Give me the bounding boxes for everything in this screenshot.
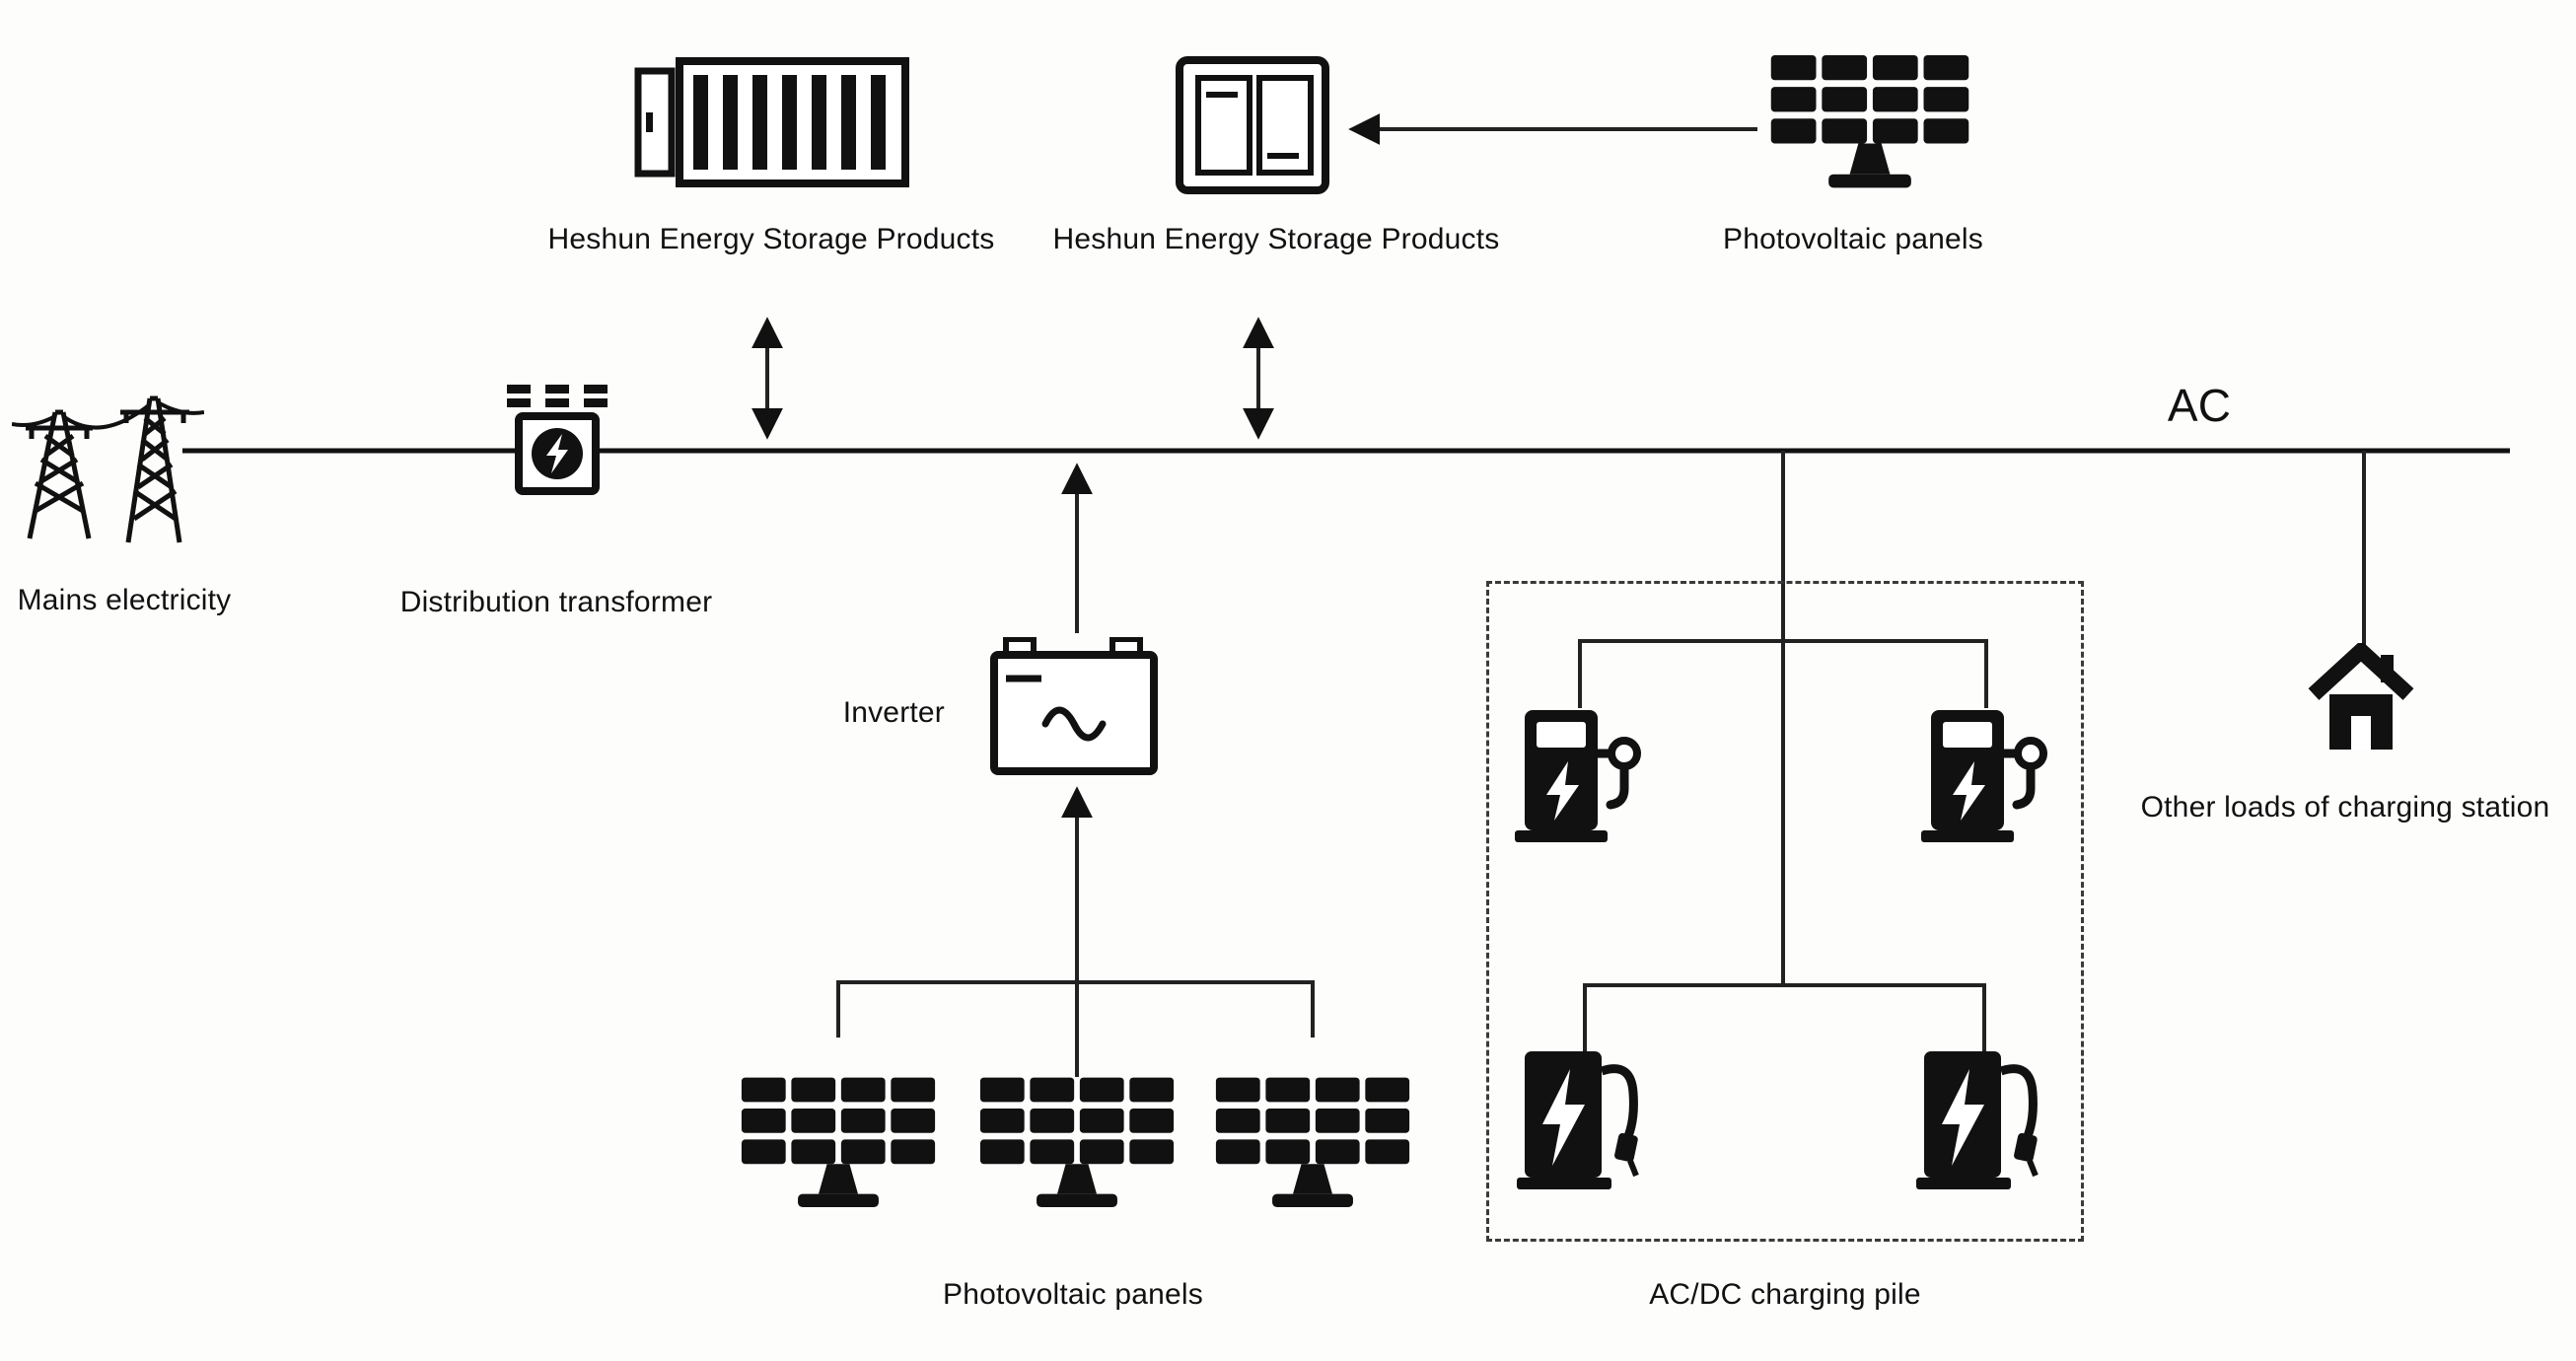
transmission-towers-icon	[12, 371, 204, 550]
mains-label: Mains electricity	[17, 584, 232, 616]
inverter-icon	[990, 637, 1158, 777]
dc-charging-pile-icon	[1910, 1047, 2058, 1210]
pv-bottom-label: Photovoltaic panels	[943, 1278, 1203, 1311]
storage-cabinet-label: Heshun Energy Storage Products	[1052, 223, 1500, 255]
dc-charging-pile-icon	[1511, 1047, 1659, 1210]
pv-top-label: Photovoltaic panels	[1723, 223, 1983, 255]
photovoltaic-panel-icon	[1765, 55, 1974, 199]
photovoltaic-panel-icon	[978, 1075, 1176, 1221]
charging-pile-label: AC/DC charging pile	[1649, 1278, 1921, 1311]
energy-storage-cabinet-icon	[1172, 54, 1334, 197]
ac-charging-pile-icon	[1913, 702, 2061, 860]
ac-charging-pile-icon	[1507, 702, 1655, 860]
house-icon	[2306, 643, 2416, 766]
charging-bottom-bracket-line	[1583, 983, 1986, 1051]
charging-top-bracket-line	[1578, 639, 1988, 708]
transformer-label: Distribution transformer	[399, 586, 713, 618]
charging-pile-group-box	[1486, 581, 2084, 1242]
photovoltaic-panel-icon	[1214, 1075, 1411, 1221]
energy-storage-container-icon	[631, 57, 912, 187]
storage-container-label: Heshun Energy Storage Products	[547, 223, 995, 255]
other-loads-label: Other loads of charging station	[2140, 791, 2550, 824]
ac-bus-label: AC	[2167, 380, 2232, 431]
distribution-transformer-icon	[499, 383, 615, 519]
inverter-label: Inverter	[842, 696, 945, 729]
photovoltaic-panel-icon	[740, 1075, 937, 1221]
